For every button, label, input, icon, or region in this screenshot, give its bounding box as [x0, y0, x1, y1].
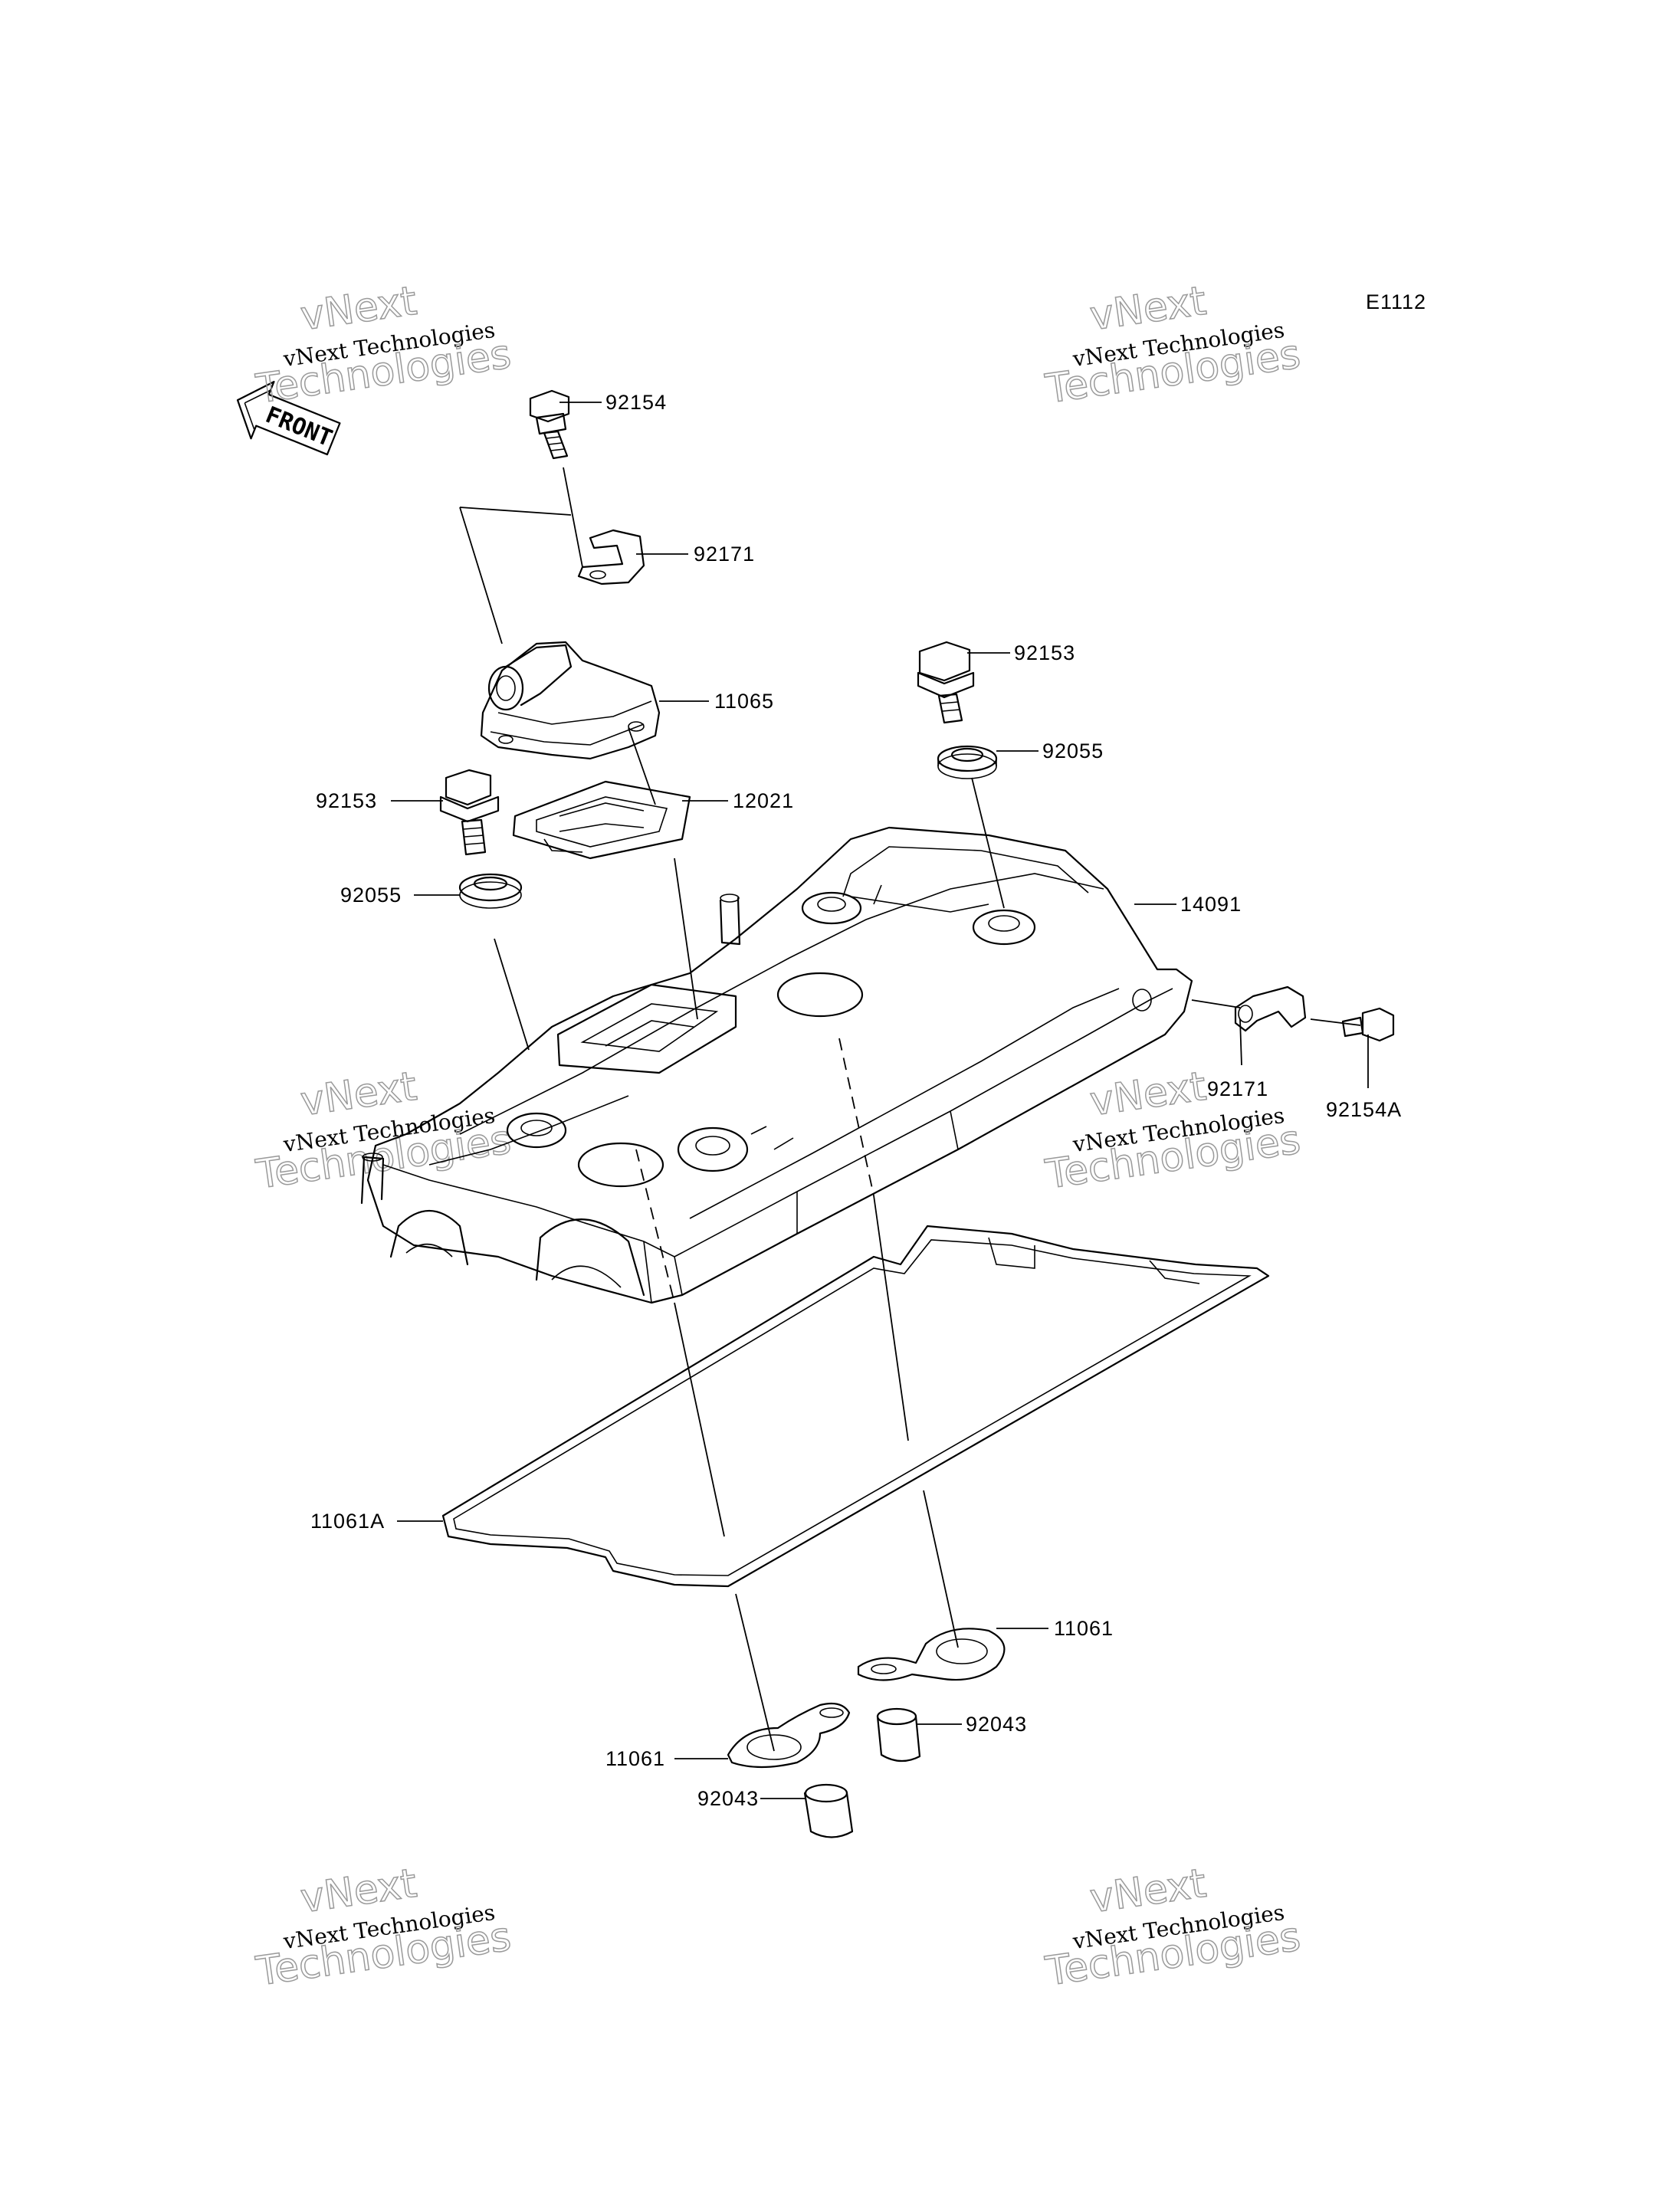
- axis-line-bolt-right: [971, 777, 1005, 909]
- callout-leaders: [391, 402, 1369, 1799]
- callout-14091: 14091: [1180, 893, 1242, 916]
- axis-line-plug-left-a: [635, 1149, 675, 1303]
- watermark-bottom-left: vNext vNext Technologies Technologies: [253, 1860, 515, 1995]
- collar-92043-left[interactable]: [803, 1783, 854, 1838]
- callout-92055-left: 92055: [340, 884, 402, 907]
- callout-11065: 11065: [714, 690, 774, 713]
- callout-11061a: 11061A: [310, 1510, 385, 1533]
- axis-line-bolt-top: [563, 467, 583, 568]
- callout-92043-right: 92043: [966, 1713, 1027, 1736]
- bolt-92154[interactable]: [529, 389, 570, 460]
- washer-92055-left[interactable]: [458, 873, 523, 909]
- callout-92171-side: 92171: [1207, 1077, 1268, 1100]
- callout-92043-left: 92043: [697, 1787, 759, 1810]
- watermark-bottom-right: vNext vNext Technologies Technologies: [1042, 1860, 1304, 1995]
- bolt-92153-right[interactable]: [917, 641, 975, 724]
- clamp-92171-side[interactable]: [1234, 985, 1307, 1032]
- axis-line-bolt-left: [494, 938, 530, 1051]
- head-cover-14091[interactable]: [360, 826, 1193, 1304]
- callout-92154a: 92154A: [1326, 1098, 1402, 1121]
- axis-line-breather: [628, 727, 698, 1020]
- breather-cover-11065[interactable]: [480, 641, 661, 760]
- callout-92154: 92154: [605, 391, 667, 414]
- callout-12021: 12021: [733, 789, 794, 812]
- breather-plate-12021[interactable]: [512, 780, 691, 860]
- bolt-92154a[interactable]: [1341, 1007, 1395, 1042]
- watermark-top-right: vNext vNext Technologies Technologies: [1042, 277, 1304, 413]
- bolt-92153-left[interactable]: [439, 769, 500, 856]
- collar-92043-right[interactable]: [876, 1707, 921, 1763]
- callout-92153-left: 92153: [316, 789, 377, 812]
- callout-11061-left: 11061: [605, 1747, 665, 1770]
- watermark-top-left: vNext vNext Technologies Technologies: [253, 277, 515, 413]
- clamp-92171-top[interactable]: [577, 529, 645, 585]
- callout-92153-right: 92153: [1014, 641, 1075, 664]
- cover-gasket-11061a[interactable]: [441, 1225, 1270, 1588]
- diagram-code: E1112: [1366, 290, 1426, 313]
- callout-11061-right: 11061: [1054, 1617, 1114, 1640]
- axis-line-plug-right-b: [873, 1195, 959, 1648]
- plug-gasket-11061-right[interactable]: [857, 1628, 1006, 1681]
- axis-line-side-bolt: [1191, 999, 1361, 1026]
- watermark-mid-left: vNext vNext Technologies Technologies: [253, 1063, 515, 1199]
- callout-92055-right: 92055: [1042, 739, 1104, 762]
- axis-line-plug-right-a: [838, 1038, 874, 1196]
- washer-92055-right[interactable]: [937, 745, 998, 779]
- axis-line-plug-left-b: [674, 1302, 775, 1752]
- plug-gasket-11061-left[interactable]: [727, 1702, 851, 1769]
- watermark-mid-right: vNext vNext Technologies Technologies: [1042, 1063, 1304, 1199]
- callout-92171-top: 92171: [694, 543, 755, 566]
- assembly-bracket: [459, 507, 572, 644]
